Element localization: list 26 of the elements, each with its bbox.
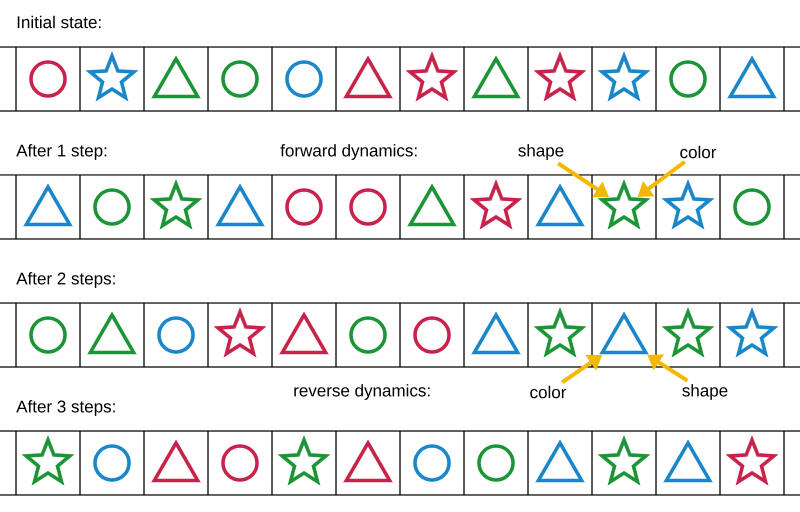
edge-label: shape — [682, 384, 728, 400]
circle-symbol — [29, 60, 67, 98]
circle-symbol — [349, 316, 387, 354]
row-label: forward dynamics: — [280, 144, 417, 160]
circle-symbol — [413, 444, 451, 482]
circle-symbol — [221, 60, 259, 98]
circle-symbol — [477, 444, 515, 482]
circle-symbol — [413, 316, 451, 354]
circle-symbol — [349, 188, 387, 226]
circle-symbol — [733, 188, 771, 226]
row-label: After 1 step: — [16, 144, 106, 160]
circle-symbol — [285, 60, 323, 98]
row-label: After 2 steps: — [16, 272, 115, 288]
circle-symbol — [221, 444, 259, 482]
circle-symbol — [93, 444, 131, 482]
edge-label: color — [680, 146, 716, 158]
row-label: After 3 steps: — [16, 400, 115, 416]
circle-symbol — [157, 316, 195, 354]
circle-symbol — [669, 60, 707, 98]
edge-label: color — [530, 386, 566, 398]
circle-symbol — [93, 188, 131, 226]
row-label: Initial state: — [18, 16, 101, 28]
circle-symbol — [29, 316, 67, 354]
row-label: reverse dynamics: — [294, 384, 430, 400]
circle-symbol — [285, 188, 323, 226]
edge-label: shape — [518, 144, 564, 160]
